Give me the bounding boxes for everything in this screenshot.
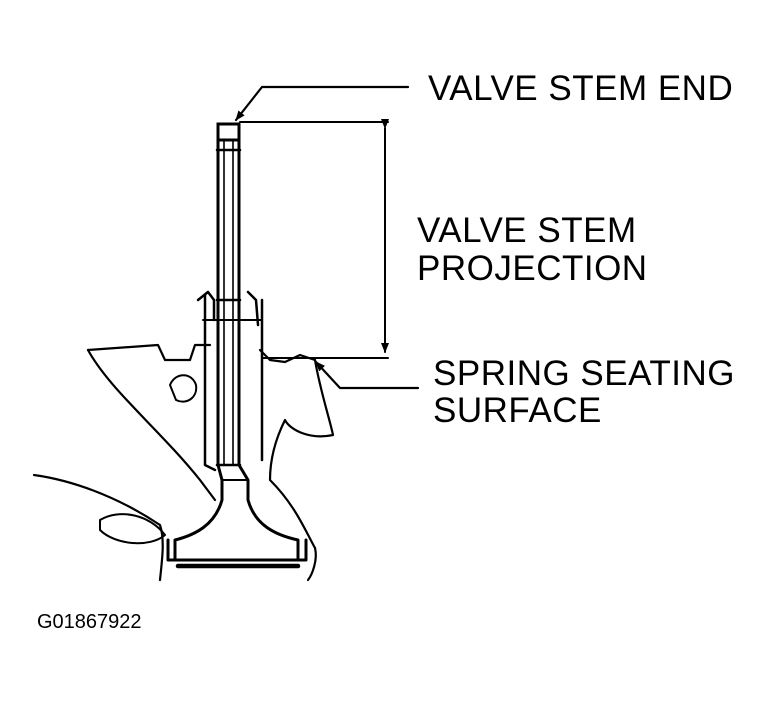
valve-head [166,463,308,569]
cylinder-head [32,343,335,582]
figure-id: G01867922 [37,611,142,633]
valve-stem-end-label: VALVE STEM END [428,69,734,108]
valve-guide [196,290,264,472]
port-hole-upper [169,374,198,403]
spring-seating-surface-label-line2: SURFACE [433,391,602,430]
projection-dimension [239,119,389,359]
spring-seating-surface-label-line1: SPRING SEATING [433,354,735,393]
spring-seating-leader [314,360,420,390]
valve-stem-end-leader [234,85,410,122]
valve-stem-projection-label-line2: PROJECTION [417,249,648,288]
port-hole-lower [99,513,166,545]
valve-stem-projection-label-line1: VALVE STEM [417,211,637,250]
valve-stem [215,122,242,467]
